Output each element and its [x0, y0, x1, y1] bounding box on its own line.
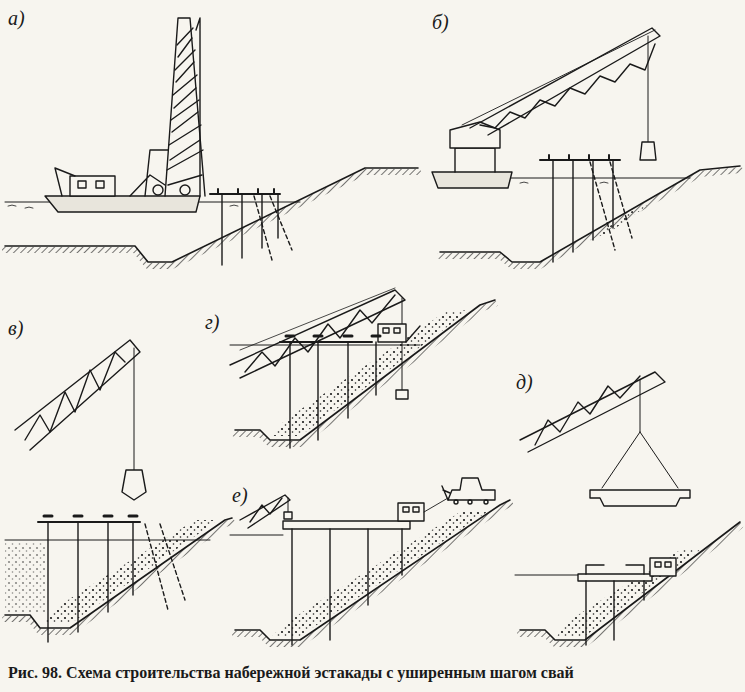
panel-d	[515, 372, 740, 645]
panel-label: а)	[8, 8, 25, 28]
panel-v	[5, 340, 232, 642]
panel-e	[230, 478, 510, 645]
figure-caption: Рис. 98. Схема строительства набережной …	[8, 664, 574, 682]
panel-label: в)	[8, 318, 23, 338]
panel-g	[230, 288, 495, 448]
panel-a	[5, 18, 418, 266]
panel-b	[432, 28, 740, 266]
panel-label: е)	[232, 485, 248, 505]
panel-label: б)	[432, 12, 449, 32]
panel-label: д)	[516, 372, 533, 392]
panel-label: г)	[205, 312, 219, 332]
